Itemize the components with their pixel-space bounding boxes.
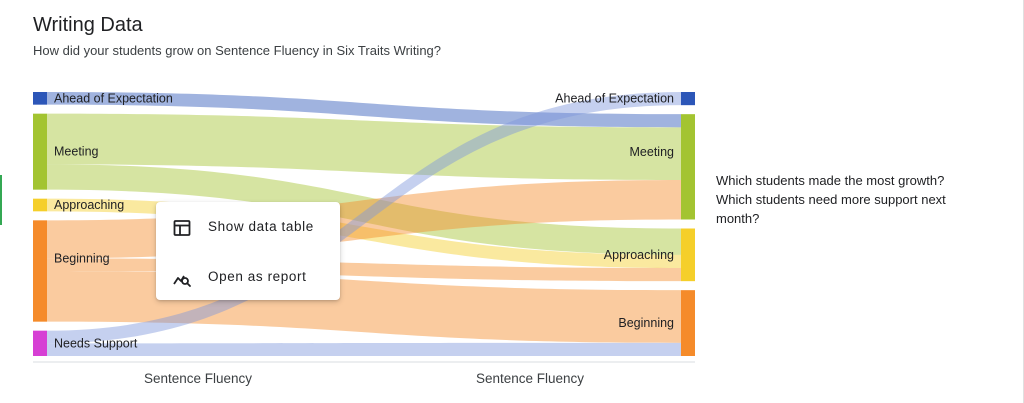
source-node-ahead[interactable] (33, 92, 47, 105)
show-data-table-menu-item[interactable]: Show data table (156, 208, 340, 248)
sankey-link-meeting-to-approaching[interactable] (47, 164, 681, 255)
open-as-report-label: Open as report (208, 269, 307, 284)
target-node-beginning[interactable] (681, 290, 695, 356)
guiding-questions: Which students made the most growth? Whi… (716, 171, 986, 228)
report-analytics-icon (173, 275, 191, 287)
target-node-meeting[interactable] (681, 114, 695, 220)
links-layer (47, 92, 681, 356)
source-axis-label: Sentence Fluency (144, 371, 252, 386)
left-accent-bar (0, 175, 2, 225)
sankey-link-meeting-to-meeting[interactable] (47, 113, 681, 180)
question-support: Which students need more support next mo… (716, 192, 946, 226)
page-subtitle: How did your students grow on Sentence F… (33, 43, 442, 58)
table-icon (173, 220, 191, 236)
sankey-link-needs-to-ahead[interactable] (47, 92, 681, 344)
source-label-ahead: Ahead of Expectation (54, 91, 173, 105)
open-as-report-menu-item[interactable]: Open as report (156, 258, 340, 298)
question-growth: Which students made the most growth? (716, 173, 945, 188)
target-axis-label: Sentence Fluency (476, 371, 584, 386)
target-label-ahead: Ahead of Expectation (555, 92, 674, 106)
target-node-ahead[interactable] (681, 92, 695, 106)
target-label-approaching: Approaching (604, 248, 674, 262)
show-data-table-label: Show data table (208, 219, 314, 234)
source-node-beginning[interactable] (33, 220, 47, 322)
page-title: Writing Data (33, 14, 143, 36)
target-label-meeting: Meeting (630, 145, 675, 159)
source-node-needs[interactable] (33, 330, 47, 356)
target-label-beginning: Beginning (618, 316, 674, 330)
source-label-approaching: Approaching (54, 198, 124, 212)
target-node-approaching[interactable] (681, 228, 695, 282)
source-node-approaching[interactable] (33, 198, 47, 212)
chart-context-menu: Show data table Open as report (156, 202, 340, 300)
sankey-link-needs-to-beginning[interactable] (47, 342, 681, 356)
labels-layer: Ahead of ExpectationMeetingApproachingBe… (54, 91, 674, 350)
sankey-link-ahead-to-meeting[interactable] (47, 92, 681, 128)
source-label-beginning: Beginning (54, 251, 110, 265)
source-label-needs: Needs Support (54, 336, 138, 350)
source-label-meeting: Meeting (54, 145, 99, 159)
nodes-layer (33, 92, 695, 356)
source-node-meeting[interactable] (33, 113, 47, 190)
